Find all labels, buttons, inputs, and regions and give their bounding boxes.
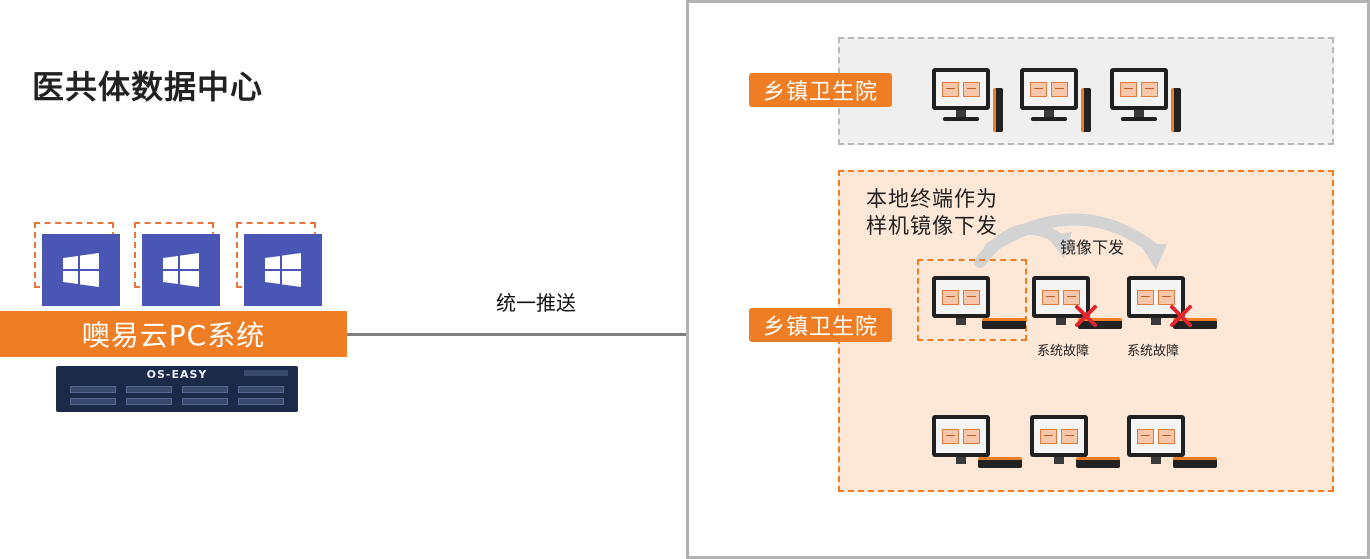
fault-label: 系统故障 <box>1127 344 1180 359</box>
thin-client-terminal[interactable] <box>1032 276 1122 329</box>
server-rack[interactable]: OS-EASY <box>56 366 298 412</box>
township-tag: 乡镇卫生院 <box>749 308 893 342</box>
push-label: 统一推送 <box>496 291 576 315</box>
server-logo: OS-EASY <box>146 368 208 381</box>
arrow-head-icon <box>1046 232 1072 258</box>
datacenter-title: 医共体数据中心 <box>32 68 264 106</box>
drive-slot <box>182 386 228 393</box>
windows-logo-icon <box>163 253 199 287</box>
desktop-terminal[interactable] <box>1110 68 1181 132</box>
windows-logo-icon <box>63 253 99 287</box>
thin-client-icon <box>978 457 1022 468</box>
thin-client-icon <box>982 318 1026 329</box>
drive-slot <box>126 398 172 405</box>
arrow-curve <box>984 213 1161 256</box>
mirror-label: 镜像下发 <box>1060 238 1125 257</box>
red-x-icon <box>1170 305 1192 327</box>
monitor-icon <box>932 276 990 318</box>
vm-tile[interactable] <box>142 234 220 306</box>
red-x-icon <box>1075 305 1097 327</box>
server-display <box>244 370 288 376</box>
monitor-icon <box>1110 68 1168 110</box>
drive-slot <box>70 398 116 405</box>
monitor-icon <box>932 415 990 457</box>
monitor-icon <box>932 68 990 110</box>
thin-client-terminal[interactable] <box>1127 415 1217 468</box>
thin-client-icon <box>1078 318 1122 329</box>
desktop-tower-icon <box>1081 88 1091 132</box>
sample-note: 本地终端作为 样机镜像下发 <box>866 186 998 240</box>
push-connector-line <box>347 333 687 336</box>
drive-slot <box>238 398 284 405</box>
windows-logo-icon <box>265 253 301 287</box>
desktop-tower-icon <box>993 88 1003 132</box>
thin-client-icon <box>1173 457 1217 468</box>
desktop-terminal[interactable] <box>932 68 1003 132</box>
vm-tile[interactable] <box>42 234 120 306</box>
vm-group <box>30 222 330 312</box>
township-tag: 乡镇卫生院 <box>749 73 893 107</box>
desktop-tower-icon <box>1171 88 1181 132</box>
drive-slot <box>238 386 284 393</box>
drive-slot <box>70 386 116 393</box>
system-label-bar: 噢易云PC系统 <box>0 311 347 357</box>
drive-slot <box>182 398 228 405</box>
thin-client-icon <box>1173 318 1217 329</box>
monitor-icon <box>1030 415 1088 457</box>
vm-tile[interactable] <box>244 234 322 306</box>
drive-slot <box>126 386 172 393</box>
desktop-terminal[interactable] <box>1020 68 1091 132</box>
sample-note-line: 样机镜像下发 <box>866 214 998 238</box>
sample-note-line: 本地终端作为 <box>866 187 998 211</box>
arrow-head-icon <box>1140 244 1167 270</box>
sample-terminal-frame <box>917 259 1027 341</box>
thin-client-terminal[interactable] <box>932 415 1022 468</box>
monitor-icon <box>1020 68 1078 110</box>
fault-label: 系统故障 <box>1037 344 1090 359</box>
thin-client-terminal[interactable] <box>1127 276 1217 329</box>
mirror-arrows <box>974 213 1167 270</box>
monitor-icon <box>1127 415 1185 457</box>
thin-client-terminal[interactable] <box>932 276 1026 329</box>
thin-client-icon <box>1076 457 1120 468</box>
thin-client-terminal[interactable] <box>1030 415 1120 468</box>
